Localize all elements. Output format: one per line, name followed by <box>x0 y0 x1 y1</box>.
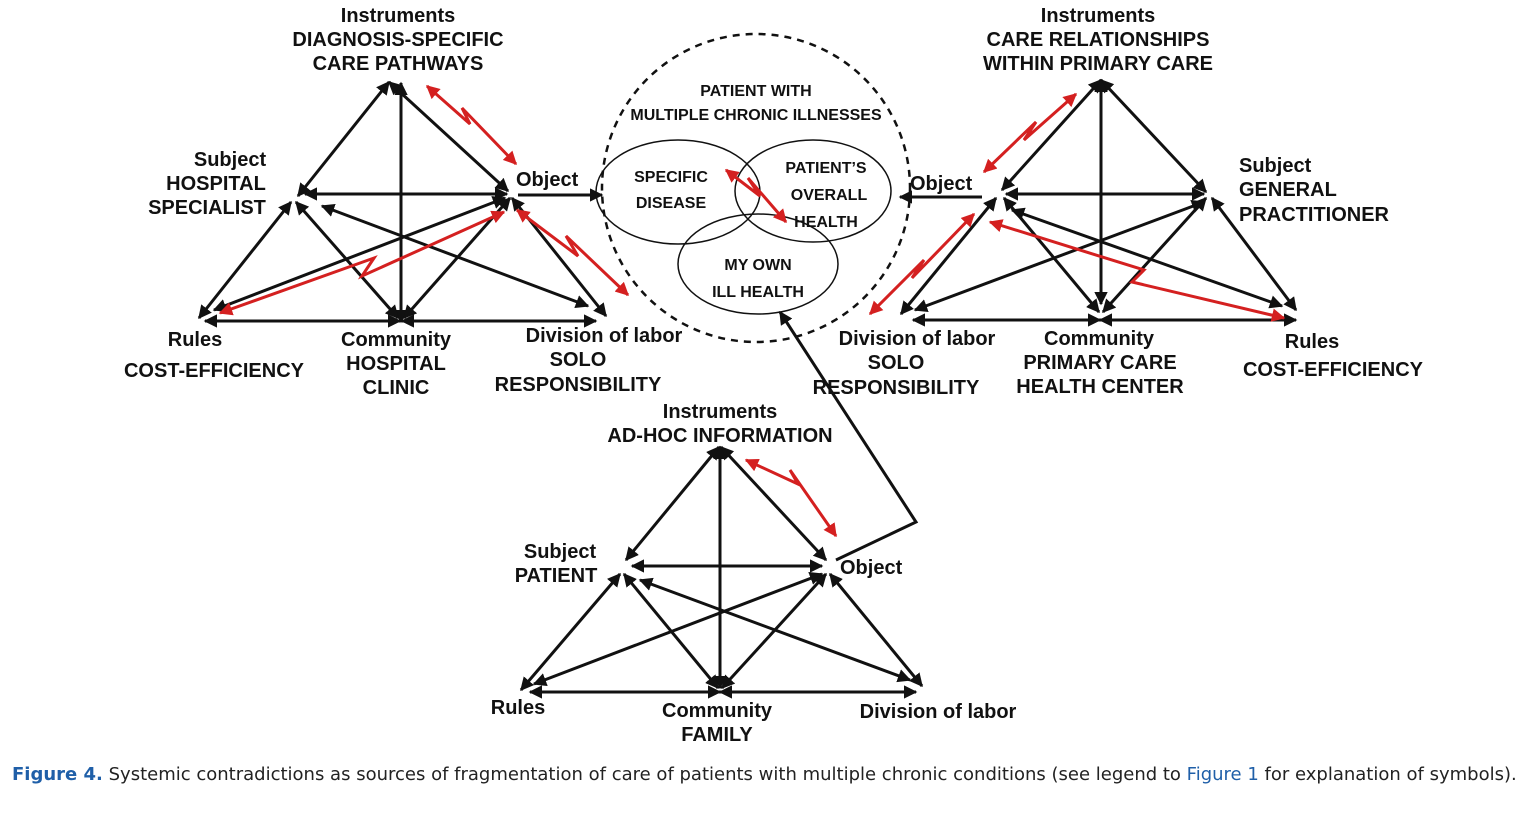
patient-perspective-circle: PATIENT WITH MULTIPLE CHRONIC ILLNESSES … <box>595 32 912 344</box>
overall-health-line3: HEALTH <box>794 214 858 231</box>
center-title-line2: MULTIPLE CHRONIC ILLNESSES <box>630 107 882 124</box>
primary-instruments-subject-arrow <box>1099 78 1208 194</box>
patient-contradiction-instruments-object <box>744 458 838 538</box>
patient-instruments-subject-arrow <box>624 445 721 562</box>
primary-instruments-title: Instruments <box>1041 5 1155 27</box>
primary-subject-line2: PRACTITIONER <box>1239 204 1390 226</box>
patient-object-rules-arrow <box>532 572 824 686</box>
patient-subject-rules-arrow <box>519 572 622 692</box>
hospital-instruments-title: Instruments <box>341 5 455 27</box>
patient-object-division-arrow <box>828 572 924 688</box>
primary-care-connections <box>898 78 1298 327</box>
primary-rules-title: Rules <box>1285 331 1339 353</box>
center-contradiction-arrow <box>724 168 788 224</box>
caption-text-after-link: for explanation of symbols). <box>1258 764 1517 785</box>
patient-instruments-line1: AD-HOC INFORMATION <box>607 425 832 447</box>
caption-text-before-link: Systemic contradictions as sources of fr… <box>102 764 1187 785</box>
figure-caption: Figure 4. Systemic contradictions as sou… <box>12 762 1527 787</box>
hospital-activity-system: Instruments DIAGNOSIS-SPECIFIC CARE PATH… <box>124 5 683 399</box>
hospital-community-line1: HOSPITAL <box>346 353 446 375</box>
overall-health-line2: OVERALL <box>791 187 868 204</box>
hospital-instruments-line1: DIAGNOSIS-SPECIFIC <box>292 29 503 51</box>
primary-instruments-object-arrow <box>1000 78 1103 192</box>
primary-division-line2: RESPONSIBILITY <box>813 377 980 399</box>
hospital-division-line2: RESPONSIBILITY <box>495 374 662 396</box>
patient-community-title: Community <box>662 700 773 722</box>
hospital-contradiction-object-division <box>515 208 630 297</box>
hospital-rules-value: COST-EFFICIENCY <box>124 360 305 382</box>
primary-community-title: Community <box>1044 328 1155 350</box>
primary-contradiction-object-instruments <box>982 92 1078 174</box>
patient-object-title: Object <box>840 557 903 579</box>
hospital-division-line1: SOLO <box>550 349 607 371</box>
specific-disease-line1: SPECIFIC <box>634 169 708 186</box>
primary-community-line2: HEALTH CENTER <box>1016 376 1184 398</box>
patient-subject-title: Subject <box>524 541 597 563</box>
primary-subject-line1: GENERAL <box>1239 179 1337 201</box>
hospital-contradictions <box>218 84 630 316</box>
primary-care-contradictions <box>868 92 1286 322</box>
activity-systems-diagram: Instruments DIAGNOSIS-SPECIFIC CARE PATH… <box>124 5 1424 746</box>
hospital-instruments-subject-arrow <box>296 80 391 198</box>
hospital-contradiction-instruments-object <box>425 84 518 166</box>
hospital-division-title: Division of labor <box>526 325 683 347</box>
primary-contradiction-object-rules <box>988 219 1286 322</box>
primary-instruments-line1: CARE RELATIONSHIPS <box>987 29 1210 51</box>
primary-subject-division-arrow <box>913 199 1206 313</box>
patient-instruments-title: Instruments <box>663 401 777 423</box>
patient-instruments-object-arrow <box>719 445 828 562</box>
primary-contradiction-division-object <box>868 212 976 316</box>
hospital-rules-title: Rules <box>168 329 222 351</box>
primary-community-line1: PRIMARY CARE <box>1023 352 1176 374</box>
own-ill-health-line2: ILL HEALTH <box>712 284 804 301</box>
hospital-contradiction-rules-object <box>218 210 506 316</box>
hospital-object-title: Object <box>516 169 579 191</box>
outer-dashed-circle <box>600 32 912 344</box>
patient-subject-line1: PATIENT <box>515 565 598 587</box>
center-title-line1: PATIENT WITH <box>700 83 811 100</box>
primary-instruments-line2: WITHIN PRIMARY CARE <box>983 53 1213 75</box>
patient-division-title: Division of labor <box>860 701 1017 723</box>
hospital-community-title: Community <box>341 329 452 351</box>
caption-figure-label: Figure 4. <box>12 764 103 785</box>
hospital-subject-title: Subject <box>194 149 267 171</box>
primary-division-line1: SOLO <box>868 352 925 374</box>
primary-subject-title: Subject <box>1239 155 1312 177</box>
hospital-subject-division-arrow <box>320 203 590 309</box>
own-ill-health-line1: MY OWN <box>724 257 791 274</box>
caption-figure-link[interactable]: Figure 1 <box>1186 764 1259 785</box>
patient-activity-system: Instruments AD-HOC INFORMATION Subject P… <box>491 310 1017 746</box>
hospital-subject-line1: HOSPITAL <box>166 173 266 195</box>
primary-object-community-arrow <box>1002 196 1101 314</box>
patient-rules-title: Rules <box>491 697 545 719</box>
specific-disease-line2: DISEASE <box>636 195 707 212</box>
hospital-subject-line2: SPECIALIST <box>148 197 266 219</box>
patient-community-line1: FAMILY <box>681 724 753 746</box>
patient-object-to-center-arrow <box>778 310 919 562</box>
primary-object-title: Object <box>910 173 973 195</box>
primary-rules-value: COST-EFFICIENCY <box>1243 359 1424 381</box>
patient-object-community-arrow <box>720 572 828 690</box>
primary-division-title: Division of labor <box>839 328 996 350</box>
hospital-instruments-line2: CARE PATHWAYS <box>313 53 484 75</box>
patient-connections <box>519 310 924 699</box>
overall-health-line1: PATIENT’S <box>785 160 867 177</box>
primary-care-activity-system: Instruments CARE RELATIONSHIPS WITHIN PR… <box>813 5 1424 399</box>
hospital-subject-rules-arrow <box>197 200 293 320</box>
hospital-community-line2: CLINIC <box>363 377 430 399</box>
